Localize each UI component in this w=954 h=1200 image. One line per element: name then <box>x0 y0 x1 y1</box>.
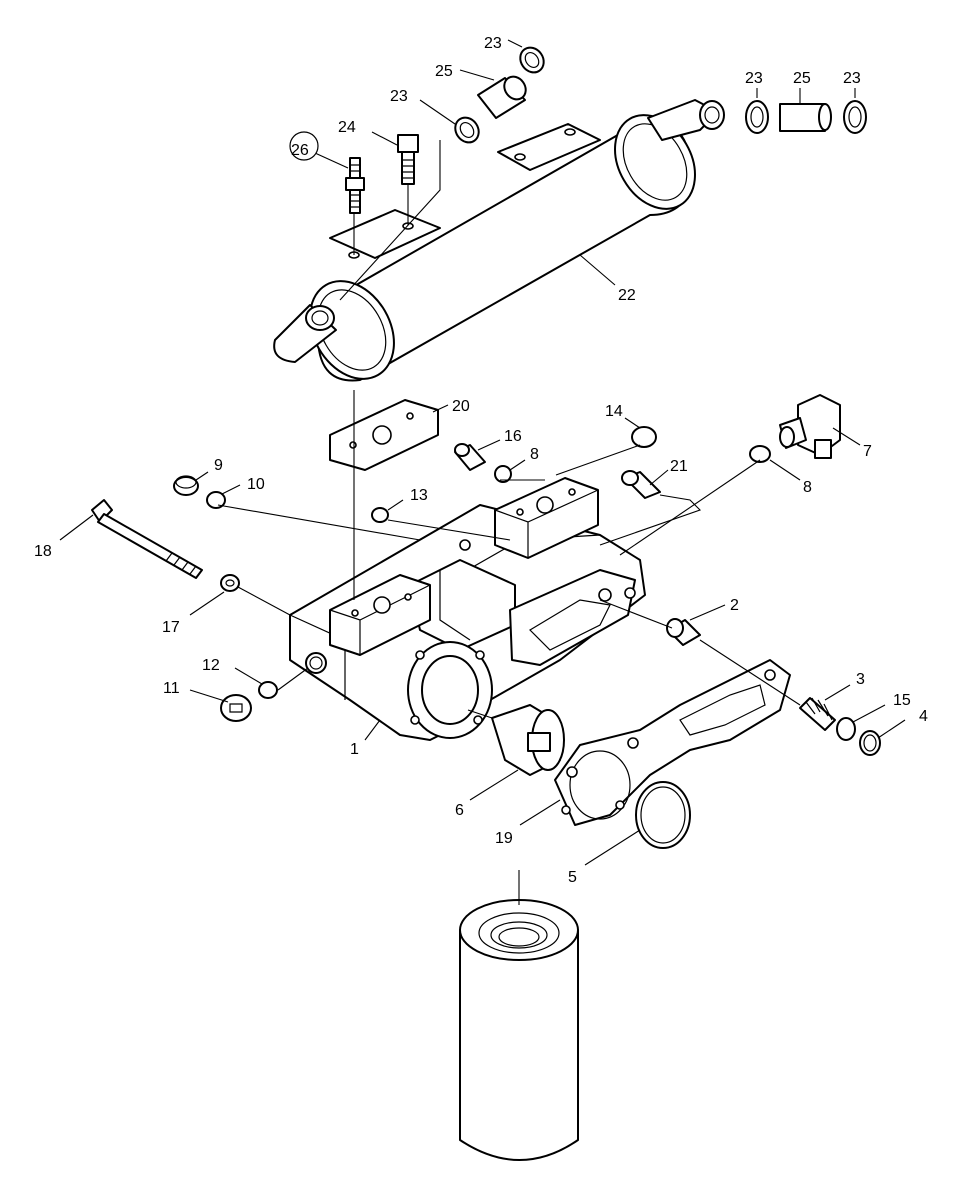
callout-label: 21 <box>670 458 688 475</box>
callout-label: 19 <box>495 830 513 847</box>
callout-label: 2 <box>730 597 739 614</box>
callout-label: 8 <box>803 479 812 496</box>
callout-26-circle <box>289 131 319 161</box>
callout-label: 12 <box>202 657 220 674</box>
callout-label: 24 <box>338 119 356 136</box>
mounting-pads <box>329 477 599 656</box>
bolt-and-stud <box>345 134 419 214</box>
gasket-plate <box>329 399 439 471</box>
callout-label: 25 <box>435 63 453 80</box>
oil-filter-cartridge <box>459 899 579 1161</box>
callout-label: 26 <box>291 142 309 159</box>
leader-lines <box>59 39 906 905</box>
callout-label: 23 <box>843 70 861 87</box>
callout-label: 20 <box>452 398 470 415</box>
callout-label: 23 <box>745 70 763 87</box>
callout-label: 18 <box>34 543 52 560</box>
callout-label: 7 <box>863 443 872 460</box>
housing-gasket <box>554 659 791 826</box>
callout-label: 16 <box>504 428 522 445</box>
callout-label: 5 <box>568 869 577 886</box>
callout-label: 15 <box>893 692 911 709</box>
relief-valve-parts <box>491 697 881 849</box>
callout-label: 4 <box>919 708 928 725</box>
small-fittings <box>91 394 841 722</box>
callout-labels: 26 24 23 25 23 23 25 23 22 20 16 8 14 21… <box>34 35 928 886</box>
callout-label: 22 <box>618 287 636 304</box>
callout-label: 10 <box>247 476 265 493</box>
callout-label: 11 <box>163 680 180 697</box>
callout-label: 8 <box>530 446 539 463</box>
callout-label: 9 <box>214 457 223 474</box>
callout-label: 17 <box>162 619 180 636</box>
callout-label: 1 <box>350 741 359 758</box>
oil-cooler-assembly <box>273 99 725 382</box>
callout-label: 3 <box>856 671 865 688</box>
callout-label: 14 <box>605 403 623 420</box>
callout-label: 13 <box>410 487 428 504</box>
hose-and-clamps <box>454 46 867 144</box>
callout-label: 25 <box>793 70 811 87</box>
filter-head-housing <box>289 504 646 741</box>
callout-label: 6 <box>455 802 464 819</box>
callout-label: 23 <box>390 88 408 105</box>
callout-label: 23 <box>484 35 502 52</box>
